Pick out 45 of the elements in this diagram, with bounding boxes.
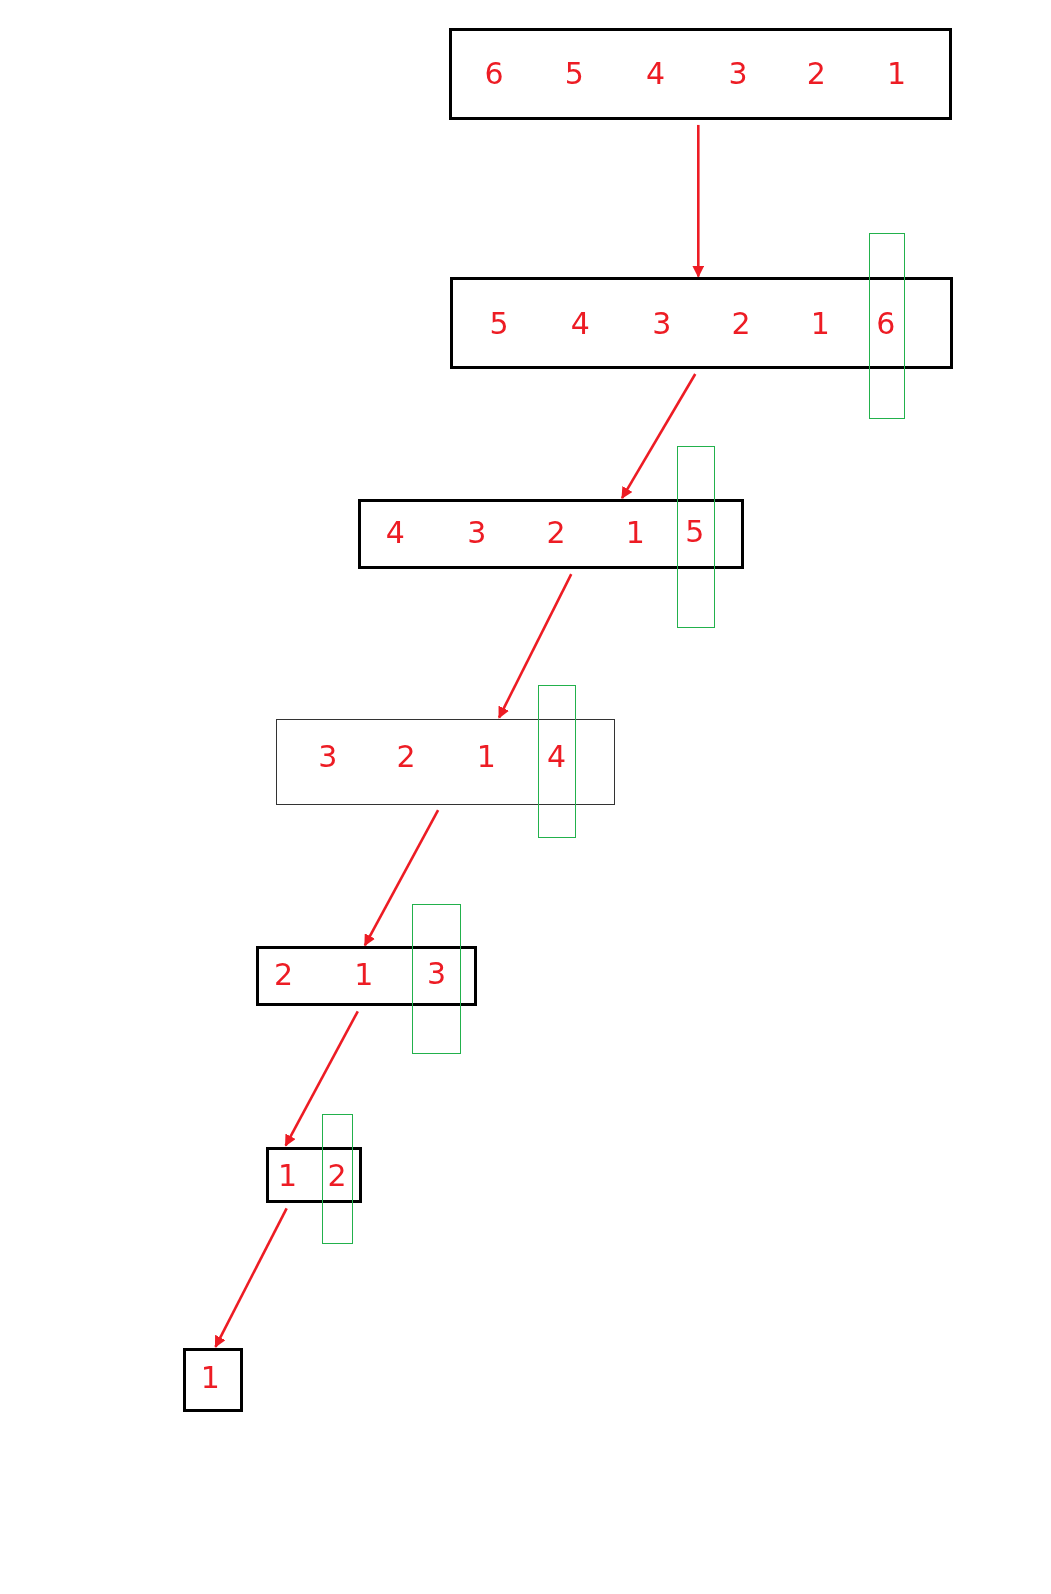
array-value: 1 (624, 517, 646, 548)
array-value: 1 (277, 1161, 299, 1191)
array-value: 3 (651, 309, 673, 340)
array-value: 3 (317, 741, 339, 772)
array-box (276, 718, 615, 805)
array-box (256, 946, 477, 1007)
arrow (284, 1010, 359, 1147)
array-box (182, 1347, 243, 1412)
arrow (620, 373, 697, 500)
array-value: 4 (645, 59, 667, 90)
array-value: 2 (273, 959, 295, 990)
arrow (497, 573, 573, 719)
array-value: 4 (384, 517, 406, 548)
highlight-box (537, 685, 577, 838)
arrow (214, 1207, 288, 1348)
array-box (357, 499, 744, 570)
array-value: 2 (326, 1160, 348, 1191)
array-value: 4 (545, 741, 568, 772)
arrow (363, 809, 440, 947)
array-value: 1 (809, 309, 831, 340)
array-value: 2 (805, 59, 827, 90)
array-box (266, 1146, 362, 1204)
array-value: 6 (483, 59, 505, 90)
array-value: 5 (684, 517, 706, 548)
highlight-box (676, 446, 715, 629)
array-value: 1 (199, 1363, 221, 1394)
highlight-box (869, 232, 905, 419)
array-value: 3 (727, 59, 749, 90)
array-value: 1 (475, 741, 497, 772)
array-value: 1 (885, 59, 908, 90)
array-value: 2 (730, 309, 752, 340)
highlight-box (411, 903, 462, 1055)
arrow (692, 124, 705, 278)
array-box (450, 277, 954, 369)
array-value: 3 (466, 517, 488, 548)
highlight-box (322, 1114, 353, 1245)
array-value: 5 (488, 309, 510, 340)
array-value: 5 (563, 59, 585, 90)
array-value: 1 (353, 959, 375, 990)
array-box (449, 28, 953, 120)
array-value: 4 (569, 309, 591, 340)
array-value: 3 (426, 959, 448, 990)
array-value: 6 (875, 308, 897, 339)
array-value: 2 (395, 741, 417, 772)
array-value: 2 (545, 517, 567, 548)
